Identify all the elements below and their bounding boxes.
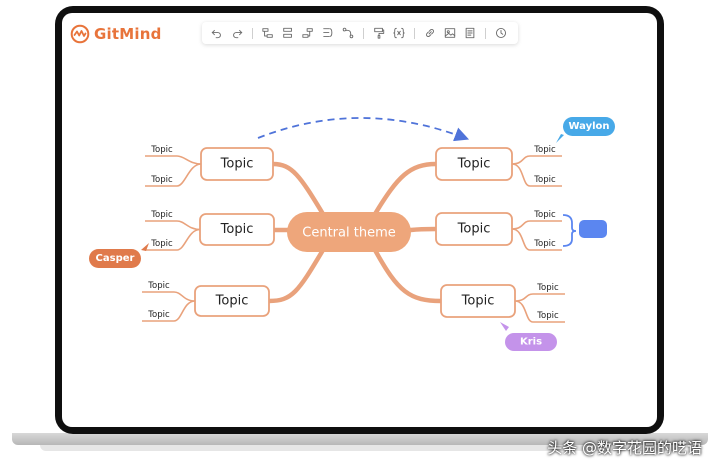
note-icon <box>465 27 475 39</box>
branch-label-3: Topic <box>215 294 249 309</box>
leaf-topic-11: Topic <box>536 283 559 293</box>
gitmind-logo-icon <box>70 24 90 44</box>
history-button[interactable] <box>492 24 510 42</box>
insert-sibling-button[interactable] <box>279 24 297 42</box>
connector-central-branch-6 <box>372 247 444 304</box>
leaf-topic-2: Topic <box>150 175 173 185</box>
summary-node[interactable] <box>579 220 607 238</box>
leaf-topic-9: Topic <box>533 210 556 220</box>
summary-button[interactable] <box>319 24 337 42</box>
image-button[interactable] <box>441 24 459 42</box>
connector-leaf-11 <box>514 293 565 302</box>
redo-icon <box>233 29 243 39</box>
undo-button[interactable] <box>208 24 226 42</box>
connector-leaf-2 <box>145 163 202 187</box>
central-node-label: Central theme <box>302 226 395 241</box>
leaf-topic-12: Topic <box>536 311 559 321</box>
connector-leaf-9 <box>511 220 562 230</box>
connector-central-branch-5 <box>408 226 439 233</box>
connector-central-branch-1 <box>270 161 326 217</box>
history-icon <box>495 27 507 39</box>
branch-node-5[interactable] <box>435 212 513 246</box>
app-name: GitMind <box>94 25 162 43</box>
leaf-topic-8: Topic <box>533 175 556 185</box>
collaborator-casper-name: Casper <box>96 253 135 264</box>
connector-leaf-12 <box>514 300 565 323</box>
link-icon <box>426 29 434 37</box>
sibling-node-icon <box>283 27 292 38</box>
branch-label-4: Topic <box>457 157 491 172</box>
branch-node-6[interactable] <box>440 284 516 318</box>
connector-central-branch-4 <box>372 161 439 217</box>
laptop-base <box>12 433 708 445</box>
branch-label-6: Topic <box>461 294 495 309</box>
collaborator-kris-name: Kris <box>520 337 542 348</box>
collaborator-kris-cursor-icon <box>500 322 509 331</box>
branch-node-2[interactable] <box>199 213 275 246</box>
app-logo[interactable]: GitMind <box>70 24 162 44</box>
redo-button[interactable] <box>228 24 246 42</box>
connector-leaf-3 <box>145 220 201 231</box>
editor-toolbar <box>202 22 518 44</box>
parent-node-icon <box>302 28 313 38</box>
connector-leaf-10 <box>511 228 562 251</box>
connector-leaf-6 <box>142 300 196 322</box>
format-painter-button[interactable] <box>370 24 388 42</box>
connector-leaf-8 <box>511 163 562 187</box>
formula-button[interactable] <box>390 24 408 42</box>
summary-icon <box>323 28 333 37</box>
connector-leaf-5 <box>142 291 196 302</box>
collaborator-kris-badge <box>505 333 557 351</box>
toolbar-separator <box>363 27 364 39</box>
undo-icon <box>211 29 221 39</box>
connector-central-branch-3 <box>266 247 326 304</box>
watermark-text: 头条 @数字花园的呓语 <box>547 439 702 457</box>
toolbar-separator <box>485 27 486 39</box>
laptop-base-shadow <box>40 445 680 451</box>
branch-node-1[interactable] <box>200 147 274 181</box>
branch-label-2: Topic <box>220 222 254 237</box>
central-node[interactable] <box>287 212 411 252</box>
toolbar-separator <box>414 27 415 39</box>
leaf-topic-4: Topic <box>150 239 173 249</box>
leaf-topic-10: Topic <box>533 239 556 249</box>
connector-leaf-4 <box>145 228 201 251</box>
relationship-line[interactable] <box>257 117 470 142</box>
relationship-button[interactable] <box>339 24 357 42</box>
collaborator-waylon-badge <box>563 117 615 136</box>
leaf-topic-1: Topic <box>150 145 173 155</box>
connector-leaf-1 <box>145 155 202 165</box>
leaf-topic-6: Topic <box>147 310 170 320</box>
insert-child-button[interactable] <box>259 24 277 42</box>
collaborator-casper-badge <box>89 249 141 268</box>
collaborator-waylon-cursor-icon <box>556 134 564 143</box>
toolbar-separator <box>252 27 253 39</box>
formula-icon <box>393 27 405 39</box>
note-button[interactable] <box>461 24 479 42</box>
branch-label-1: Topic <box>220 157 254 172</box>
collaborator-casper-cursor-icon <box>141 243 149 251</box>
leaf-topic-5: Topic <box>147 281 170 291</box>
relationship-icon <box>342 27 354 39</box>
insert-parent-button[interactable] <box>299 24 317 42</box>
leaf-topic-3: Topic <box>150 210 173 220</box>
branch-label-5: Topic <box>457 222 491 237</box>
leaf-topic-7: Topic <box>533 145 556 155</box>
image-icon <box>444 28 456 38</box>
branch-node-3[interactable] <box>194 285 270 317</box>
child-node-icon <box>262 28 273 38</box>
link-button[interactable] <box>421 24 439 42</box>
summary-brace <box>562 214 577 247</box>
collaborator-waylon-name: Waylon <box>568 121 609 132</box>
branch-node-4[interactable] <box>435 147 513 181</box>
connector-leaf-7 <box>511 155 562 165</box>
format-painter-icon <box>374 27 385 39</box>
